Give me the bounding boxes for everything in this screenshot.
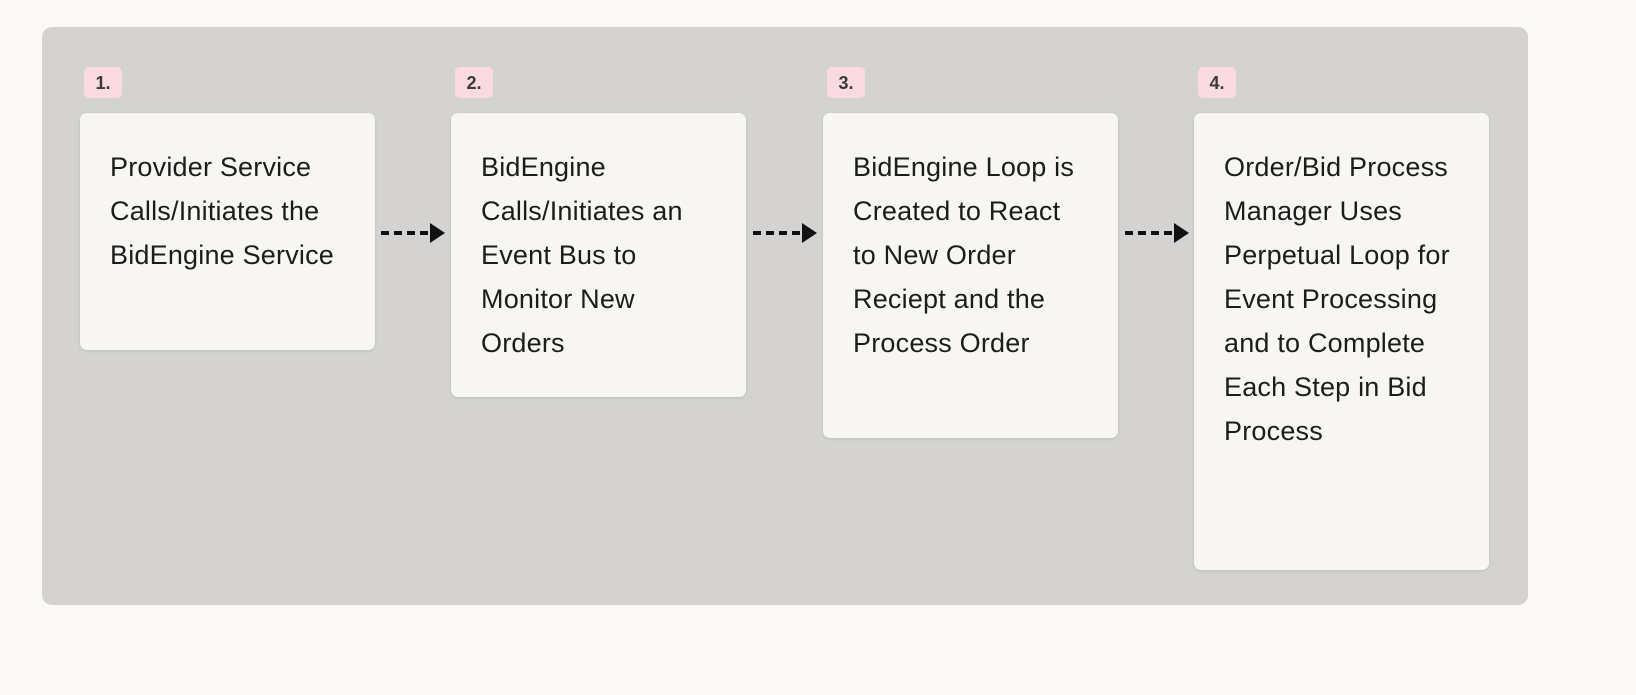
step-card: BidEngine Loop is Created to React to Ne… (823, 113, 1118, 438)
arrow-icon (381, 223, 445, 243)
arrow-icon (1125, 223, 1189, 243)
step-text: Provider Service Calls/Initiates the Bid… (110, 152, 335, 270)
step-text: BidEngine Loop is Created to React to Ne… (853, 152, 1075, 358)
step-1: 1. Provider Service Calls/Initiates the … (80, 67, 375, 350)
step-3: 3. BidEngine Loop is Created to React to… (823, 67, 1118, 438)
step-card: Order/Bid Process Manager Uses Perpetual… (1194, 113, 1489, 570)
arrow-dash-line (1125, 231, 1172, 235)
step-2: 2. BidEngine Calls/Initiates an Event Bu… (451, 67, 746, 397)
arrow-icon (753, 223, 817, 243)
diagram-canvas: 1. Provider Service Calls/Initiates the … (42, 27, 1528, 605)
arrow-dash-line (753, 231, 800, 235)
step-card: BidEngine Calls/Initiates an Event Bus t… (451, 113, 746, 397)
arrow-head (430, 223, 445, 243)
step-number-badge: 3. (827, 67, 865, 98)
step-number-badge: 4. (1198, 67, 1236, 98)
arrow-dash-line (381, 231, 428, 235)
step-card: Provider Service Calls/Initiates the Bid… (80, 113, 375, 350)
arrow-head (802, 223, 817, 243)
step-number-badge: 2. (455, 67, 493, 98)
arrow-head (1174, 223, 1189, 243)
step-text: Order/Bid Process Manager Uses Perpetual… (1224, 152, 1450, 446)
step-text: BidEngine Calls/Initiates an Event Bus t… (481, 152, 683, 358)
step-4: 4. Order/Bid Process Manager Uses Perpet… (1194, 67, 1489, 570)
step-number-badge: 1. (84, 67, 122, 98)
